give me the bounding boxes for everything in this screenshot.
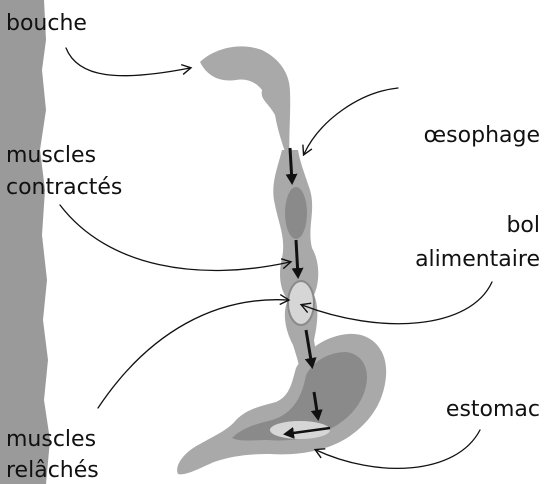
leader-bol-alimentaire bbox=[302, 282, 492, 324]
label-bol: bol bbox=[506, 213, 540, 238]
label-muscles-relaches-line2: relâchés bbox=[6, 458, 99, 483]
leader-muscles-contractes bbox=[60, 205, 290, 270]
leader-muscles-relaches bbox=[98, 300, 288, 408]
peristalsis-arrow-2 bbox=[296, 240, 298, 276]
pharynx bbox=[200, 46, 290, 165]
label-alimentaire: alimentaire bbox=[415, 247, 540, 272]
face-silhouette bbox=[0, 0, 50, 484]
label-bouche: bouche bbox=[6, 11, 87, 36]
leader-bouche bbox=[66, 48, 190, 76]
label-muscles-contractes-line2: contractés bbox=[6, 175, 122, 200]
label-estomac: estomac bbox=[446, 397, 540, 422]
label-oesophage: œsophage bbox=[424, 123, 540, 148]
contracted-segment bbox=[285, 187, 307, 239]
label-muscles-contractes-line1: muscles bbox=[6, 143, 96, 168]
peristalsis-arrow-1 bbox=[290, 148, 292, 182]
bolus bbox=[288, 281, 314, 325]
label-muscles-relaches-line1: muscles bbox=[6, 427, 96, 452]
leader-oesophage bbox=[304, 88, 398, 154]
